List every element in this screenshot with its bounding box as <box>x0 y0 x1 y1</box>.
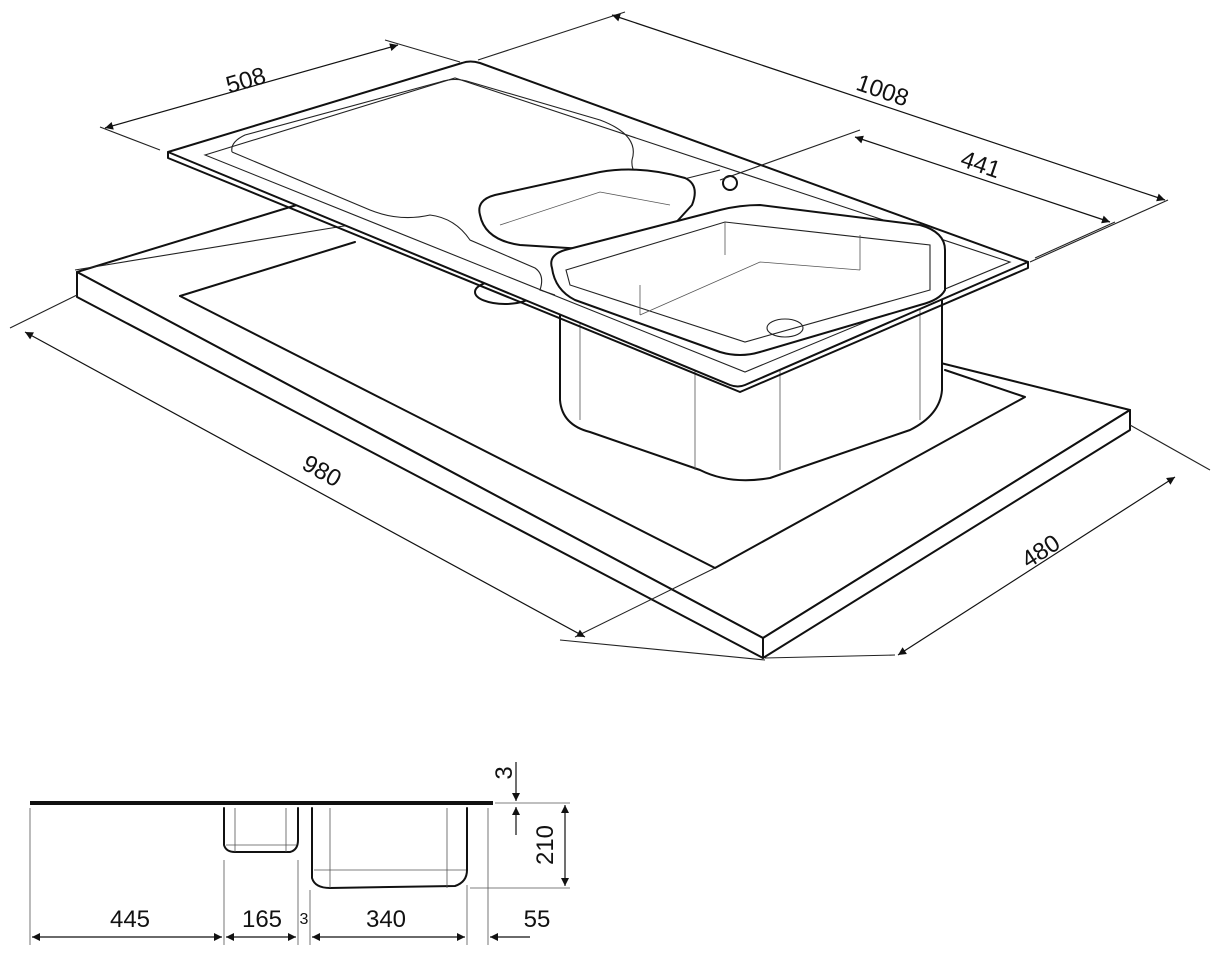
dim-980: 980 <box>298 450 346 493</box>
dim-508: 508 <box>223 62 269 99</box>
bowl-drain <box>766 318 804 338</box>
dim-441: 441 <box>957 146 1004 185</box>
large-bowl <box>550 204 946 356</box>
dim-55: 55 <box>524 906 551 933</box>
dim-210: 210 <box>532 825 559 865</box>
dim-gap-3: 3 <box>300 911 309 928</box>
dim-165: 165 <box>242 906 282 933</box>
section-view: 445 165 3 340 55 3 210 <box>29 762 570 945</box>
dim-340: 340 <box>366 906 406 933</box>
dim-480: 480 <box>1017 529 1065 573</box>
dim-445: 445 <box>110 906 150 933</box>
dim-rim-3: 3 <box>491 766 518 779</box>
